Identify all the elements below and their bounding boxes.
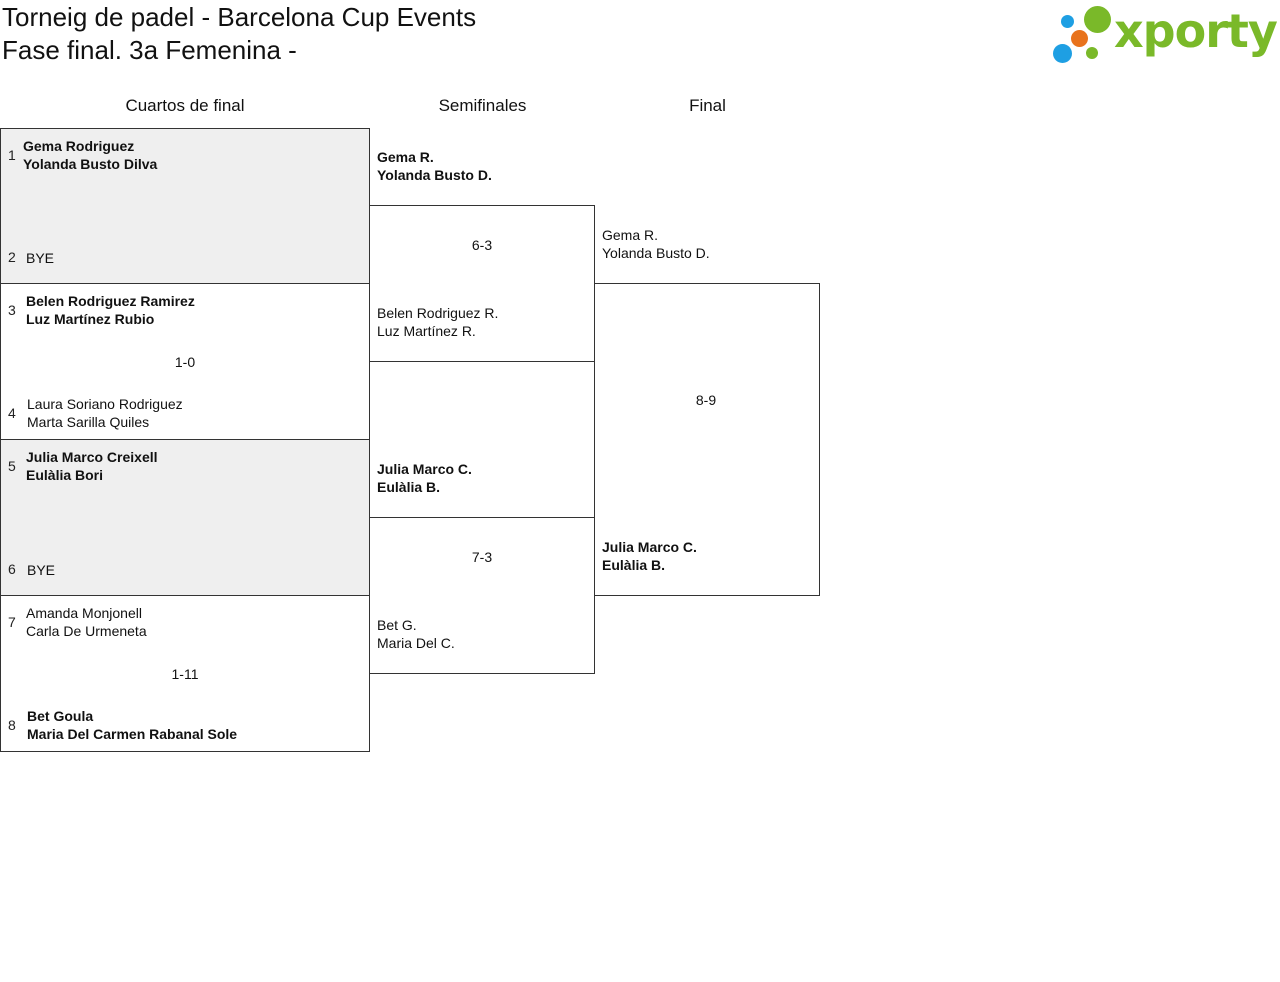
page-title: Torneig de padel - Barcelona Cup Events	[2, 2, 477, 32]
semifinal-match-1[interactable]: 6-3 Belen Rodriguez R. Luz Martínez R.	[369, 205, 595, 362]
team-entry-winner[interactable]: Bet Goula Maria Del Carmen Rabanal Sole	[27, 707, 237, 743]
match-score: 8-9	[695, 392, 717, 408]
logo-dot-orange	[1071, 30, 1088, 47]
player-name: Gema R.	[377, 149, 434, 165]
seed-number: 1	[8, 147, 16, 163]
player-name: Bet G.	[377, 617, 417, 633]
player-name: Carla De Urmeneta	[26, 623, 147, 639]
quarterfinal-match-4[interactable]: 7 Amanda Monjonell Carla De Urmeneta 1-1…	[0, 595, 370, 752]
player-name: Yolanda Busto D.	[602, 245, 710, 261]
player-name: Julia Marco C.	[602, 539, 697, 555]
seed-number: 6	[8, 561, 16, 577]
player-name: Belen Rodriguez Ramirez	[26, 293, 195, 309]
player-name: Maria Del Carmen Rabanal Sole	[27, 726, 238, 742]
logo-dot-green-large	[1084, 6, 1111, 33]
player-name: Luz Martínez Rubio	[26, 311, 155, 327]
player-name: Marta Sarilla Quiles	[27, 414, 150, 430]
page-subtitle: Fase final. 3a Femenina -	[2, 35, 297, 65]
team-entry-winner[interactable]: Gema Rodriguez Yolanda Busto Dilva	[23, 137, 157, 173]
player-name: Yolanda Busto Dilva	[23, 156, 158, 172]
player-name: Gema R.	[602, 227, 659, 243]
final-team-2-winner[interactable]: Julia Marco C. Eulàlia B.	[602, 538, 697, 574]
bye-label: BYE	[26, 250, 55, 266]
seed-number: 2	[8, 249, 16, 265]
round-header-final: Final	[689, 96, 726, 115]
player-name: Yolanda Busto D.	[377, 167, 492, 183]
player-name: Eulàlia Bori	[26, 467, 104, 483]
player-name: Bet Goula	[27, 708, 94, 724]
bye-label: BYE	[27, 562, 56, 578]
team-entry-winner[interactable]: Belen Rodriguez Ramirez Luz Martínez Rub…	[26, 292, 195, 328]
seed-number: 8	[8, 717, 16, 733]
player-name: Belen Rodriguez R.	[377, 305, 499, 321]
seed-number: 5	[8, 458, 16, 474]
semifinal-1-team-1[interactable]: Gema R. Yolanda Busto D.	[377, 148, 492, 184]
player-name: Maria Del C.	[377, 635, 455, 651]
logo-dot-blue-small	[1061, 15, 1074, 28]
team-entry-winner[interactable]: Julia Marco Creixell Eulàlia Bori	[26, 448, 158, 484]
player-name: Eulàlia B.	[377, 479, 441, 495]
player-name: Gema Rodriguez	[23, 138, 135, 154]
team-entry-bye: BYE	[26, 249, 54, 267]
match-score: 6-3	[471, 237, 493, 253]
semifinal-2-team-2[interactable]: Bet G. Maria Del C.	[377, 616, 455, 652]
team-entry-bye: BYE	[27, 561, 55, 579]
quarterfinal-match-2[interactable]: 3 Belen Rodriguez Ramirez Luz Martínez R…	[0, 283, 370, 440]
match-score: 1-11	[171, 666, 199, 682]
match-score: 1-0	[174, 354, 196, 370]
seed-number: 4	[8, 405, 16, 421]
logo-wordmark: xporty	[1114, 4, 1278, 58]
team-entry[interactable]: Laura Soriano Rodriguez Marta Sarilla Qu…	[27, 395, 183, 431]
team-entry[interactable]: Amanda Monjonell Carla De Urmeneta	[26, 604, 147, 640]
match-score: 7-3	[471, 549, 493, 565]
xporty-logo[interactable]: xporty	[1048, 4, 1278, 68]
player-name: Amanda Monjonell	[26, 605, 142, 621]
semifinal-2-team-1[interactable]: Julia Marco C. Eulàlia B.	[377, 460, 472, 496]
round-header-semifinals: Semifinales	[438, 96, 527, 115]
final-match[interactable]: 8-9 Julia Marco C. Eulàlia B.	[594, 283, 820, 596]
seed-number: 7	[8, 614, 16, 630]
seed-number: 3	[8, 302, 16, 318]
semifinal-match-2[interactable]: 7-3 Bet G. Maria Del C.	[369, 517, 595, 674]
semifinal-1-team-2[interactable]: Belen Rodriguez R. Luz Martínez R.	[377, 304, 498, 340]
player-name: Laura Soriano Rodriguez	[27, 396, 183, 412]
round-header-quarterfinals: Cuartos de final	[125, 96, 245, 115]
player-name: Julia Marco C.	[377, 461, 472, 477]
logo-dot-green-small	[1086, 47, 1098, 59]
quarterfinal-match-1[interactable]: 1 Gema Rodriguez Yolanda Busto Dilva 2 B…	[0, 128, 370, 284]
player-name: Luz Martínez R.	[377, 323, 476, 339]
quarterfinal-match-3[interactable]: 5 Julia Marco Creixell Eulàlia Bori 6 BY…	[0, 439, 370, 596]
logo-dot-blue	[1053, 44, 1072, 63]
player-name: Julia Marco Creixell	[26, 449, 158, 465]
player-name: Eulàlia B.	[602, 557, 666, 573]
final-team-1[interactable]: Gema R. Yolanda Busto D.	[602, 226, 710, 262]
